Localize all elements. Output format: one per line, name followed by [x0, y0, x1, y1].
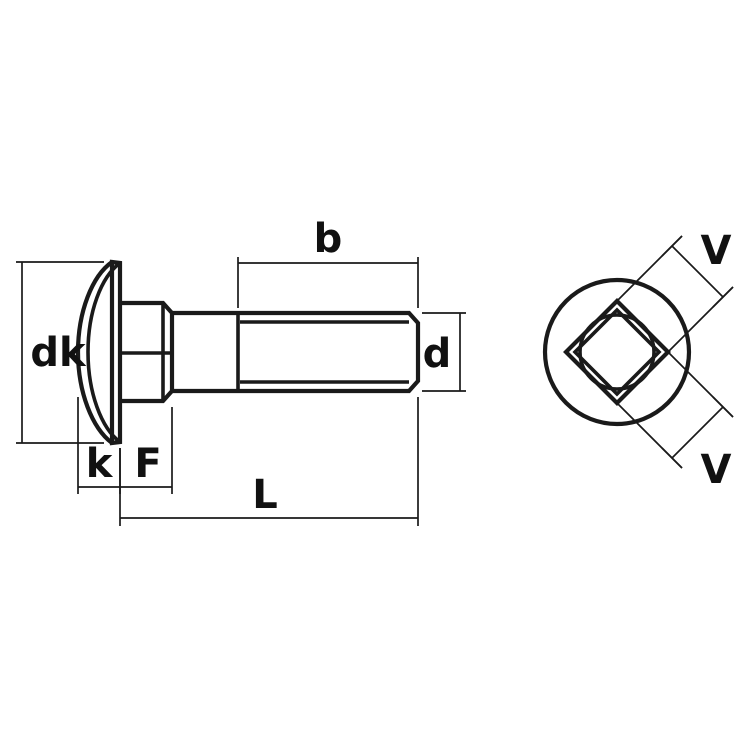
dimension-d: d	[422, 312, 466, 392]
dimension-label-V-upper: V	[701, 228, 732, 274]
dimension-k-and-f: k F	[77, 397, 173, 494]
head-outline-circle	[542, 277, 692, 427]
V-lower-tick-outer	[712, 396, 734, 418]
shank-circle	[578, 313, 656, 391]
dimension-V-lower: V	[616, 351, 734, 493]
dimension-label-b: b	[314, 216, 343, 262]
V-upper-tick-inner	[661, 235, 683, 257]
dimension-b: b	[237, 216, 419, 308]
dimension-L: L	[119, 397, 419, 526]
dome-head-inner-profile	[86, 261, 122, 444]
dimension-label-k: k	[86, 441, 114, 487]
dome-head-outer-profile	[75, 260, 114, 445]
dome-head-flat-face	[109, 259, 123, 446]
V-upper-dimension-line	[671, 245, 724, 298]
dimension-label-d: d	[423, 331, 452, 377]
V-upper-tick-outer	[712, 286, 734, 308]
dimension-V-upper: V	[616, 228, 734, 353]
dimension-label-V-lower: V	[701, 447, 732, 493]
square-neck-inner-outline	[572, 307, 662, 397]
dimension-dk: dk	[16, 261, 104, 444]
dimension-label-L: L	[252, 472, 278, 518]
side-elevation-view: dk b d k	[16, 216, 466, 526]
thread-minor-diameter-lines	[240, 320, 409, 384]
dimension-label-dk: dk	[30, 330, 87, 376]
thread-major-diameter-outline	[238, 310, 421, 394]
V-lower-tick-inner	[661, 447, 683, 469]
dimension-label-F: F	[134, 441, 161, 487]
end-view: V V	[542, 228, 734, 493]
V-lower-dimension-line	[671, 406, 724, 459]
shank-plain-section	[172, 310, 238, 394]
